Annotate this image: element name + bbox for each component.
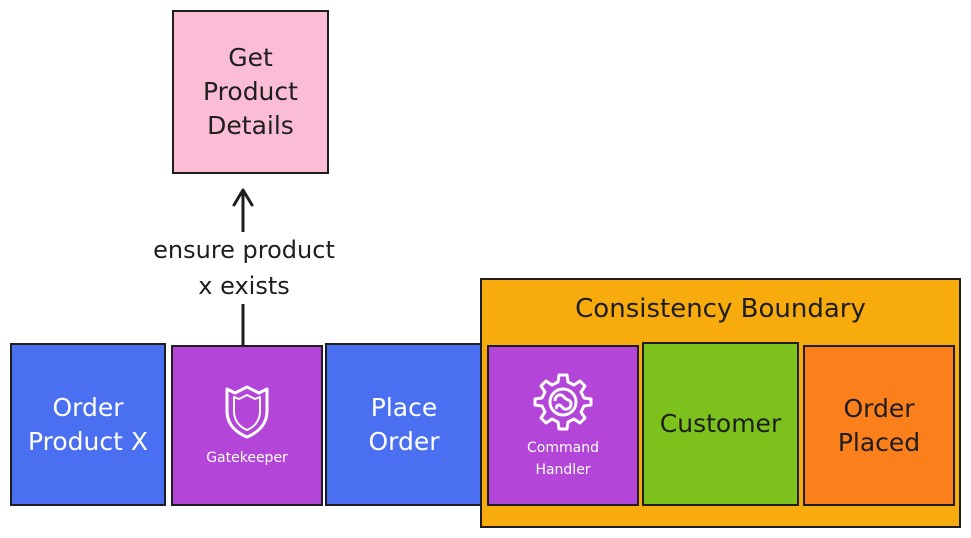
gatekeeper-label: Gatekeeper: [206, 449, 288, 466]
place-order-box: Place Order: [325, 343, 483, 506]
shield-icon: [223, 383, 271, 439]
get-product-details-label: Get Product Details: [203, 43, 298, 140]
command-handler-box: Command Handler: [487, 345, 639, 506]
get-product-details-box: Get Product Details: [172, 10, 329, 174]
customer-box: Customer: [642, 342, 799, 506]
place-order-label: Place Order: [368, 392, 440, 456]
gatekeeper-box: Gatekeeper: [171, 345, 323, 506]
arrow-label: ensure product x exists: [130, 232, 358, 304]
order-placed-label: Order Placed: [837, 393, 921, 457]
command-handler-label: Command Handler: [527, 439, 599, 478]
order-placed-box: Order Placed: [803, 345, 955, 506]
order-product-x-box: Order Product X: [10, 343, 166, 506]
gear-icon: [533, 371, 593, 431]
customer-label: Customer: [659, 409, 782, 438]
order-product-x-label: Order Product X: [28, 392, 148, 456]
consistency-boundary-title: Consistency Boundary: [575, 294, 866, 324]
